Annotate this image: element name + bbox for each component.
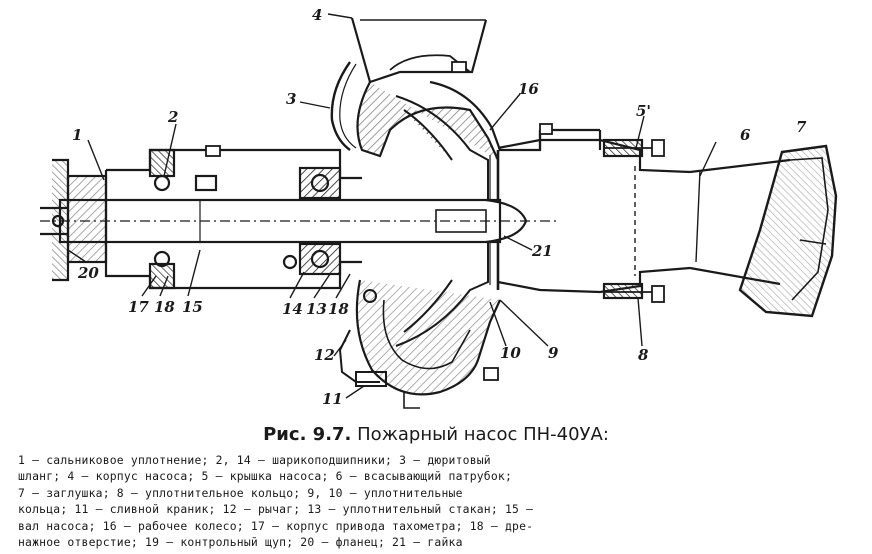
callout-9: 9 xyxy=(548,344,559,362)
callout-10: 10 xyxy=(500,344,521,362)
suction-cap xyxy=(738,144,838,318)
callout-8: 8 xyxy=(638,346,649,364)
callout-2: 2 xyxy=(167,108,178,126)
callout-1: 1 xyxy=(72,126,82,144)
legend-line: вал насоса; 16 — рабочее колесо; 17 — ко… xyxy=(18,518,534,533)
pump-shaft xyxy=(40,198,560,244)
legend-line: шланг; 4 — корпус насоса; 5 — крышка нас… xyxy=(18,469,513,484)
pump-housing xyxy=(350,17,542,409)
callout-15: 15 xyxy=(182,298,203,316)
figure-number: Рис. 9.7. xyxy=(263,424,352,445)
gland-seal-and-flange xyxy=(40,158,108,282)
callout-11: 11 xyxy=(322,390,343,408)
callout-4: 4 xyxy=(312,6,322,24)
callout-20: 20 xyxy=(77,264,99,282)
callout-16: 16 xyxy=(518,80,539,98)
bearing-housing xyxy=(104,148,362,290)
legend-line: 1 — сальниковое уплотнение; 2, 14 — шари… xyxy=(18,453,491,467)
pump-cross-section-drawing: 4 1 2 3 16 5' 6 7 21 20 17 18 15 14 13 1… xyxy=(40,6,838,409)
drain-hose xyxy=(330,61,357,151)
callout-5: 5' xyxy=(636,102,651,120)
impeller xyxy=(395,95,489,347)
figure-title: Пожарный насос ПН-40УА: xyxy=(357,424,609,445)
callout-numbers: 4 1 2 3 16 5' 6 7 21 20 17 18 15 14 13 1… xyxy=(72,6,807,408)
leader-lines xyxy=(67,13,717,399)
callout-21: 21 xyxy=(531,242,553,260)
callout-18b: 18 xyxy=(328,300,349,318)
figure-caption: Рис. 9.7. Пожарный насос ПН-40УА: xyxy=(0,424,872,445)
callout-18: 18 xyxy=(154,298,175,316)
callout-13: 13 xyxy=(306,300,327,318)
callout-6: 6 xyxy=(740,126,751,144)
legend-line: 7 — заглушка; 8 — уплотнительное кольцо;… xyxy=(18,485,463,500)
callout-7: 7 xyxy=(796,118,807,136)
legend-line: кольца; 11 — сливной краник; 12 — рычаг;… xyxy=(18,502,534,517)
figure-legend: 1 — сальниковое уплотнение; 2, 14 — шари… xyxy=(18,452,858,550)
legend-line: нажное отверстие; 19 — контрольный щуп; … xyxy=(18,535,463,550)
callout-3: 3 xyxy=(286,90,296,108)
bolts xyxy=(205,61,665,381)
callout-12: 12 xyxy=(314,346,335,364)
callout-14: 14 xyxy=(282,300,303,318)
callout-17: 17 xyxy=(128,298,149,316)
